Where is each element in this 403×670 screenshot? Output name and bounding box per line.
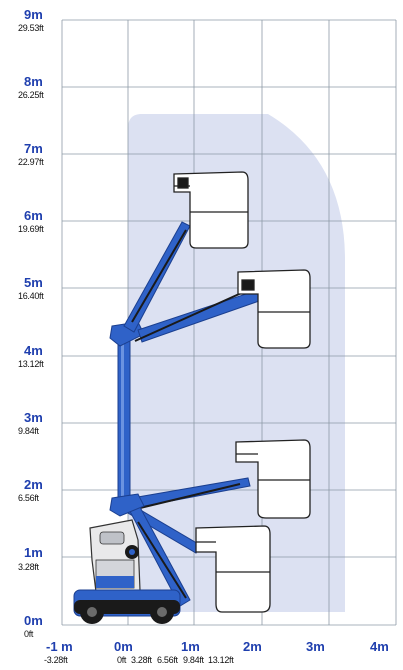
y-label-6m: 6m <box>24 208 43 223</box>
x-label-1m-ft: 3.28ft <box>131 655 152 665</box>
y-label-5m: 5m <box>24 275 43 290</box>
y-label-0m-ft: 0ft <box>24 629 34 639</box>
y-label-8m: 8m <box>24 74 43 89</box>
lift-machine-icon <box>73 171 311 624</box>
y-label-9m-ft: 29.53ft <box>18 23 44 33</box>
y-label-4m: 4m <box>24 343 43 358</box>
x-label-4m: 4m <box>370 639 389 654</box>
y-label-9m: 9m <box>24 7 43 22</box>
x-label-4m-ft: 13.12ft <box>208 655 234 665</box>
y-label-4m-ft: 13.12ft <box>18 359 44 369</box>
x-label-1m: 1m <box>181 639 200 654</box>
y-label-7m-ft: 22.97ft <box>18 157 44 167</box>
basket-ground <box>195 525 271 613</box>
x-label-2m: 2m <box>243 639 262 654</box>
x-label-3m-ft: 9.84ft <box>183 655 204 665</box>
y-label-0m: 0m <box>24 613 43 628</box>
y-label-3m: 3m <box>24 410 43 425</box>
y-label-2m: 2m <box>24 477 43 492</box>
y-label-3m-ft: 9.84ft <box>18 426 39 436</box>
y-label-1m: 1m <box>24 545 43 560</box>
x-label-minus-1m-ft: -3.28ft <box>44 655 68 665</box>
x-label-3m: 3m <box>306 639 325 654</box>
basket-right-lower <box>235 439 311 519</box>
x-label-2m-ft: 6.56ft <box>157 655 178 665</box>
y-label-8m-ft: 26.25ft <box>18 90 44 100</box>
y-label-6m-ft: 19.69ft <box>18 224 44 234</box>
basket-upper <box>173 171 249 249</box>
basket-right-upper <box>237 269 311 349</box>
y-label-7m: 7m <box>24 141 43 156</box>
y-label-5m-ft: 16.40ft <box>18 291 44 301</box>
x-label-minus-1m: -1 m <box>46 639 73 654</box>
y-label-1m-ft: 3.28ft <box>18 562 39 572</box>
x-label-0m-ft: 0ft <box>117 655 127 665</box>
y-label-2m-ft: 6.56ft <box>18 493 39 503</box>
x-label-0m: 0m <box>114 639 133 654</box>
